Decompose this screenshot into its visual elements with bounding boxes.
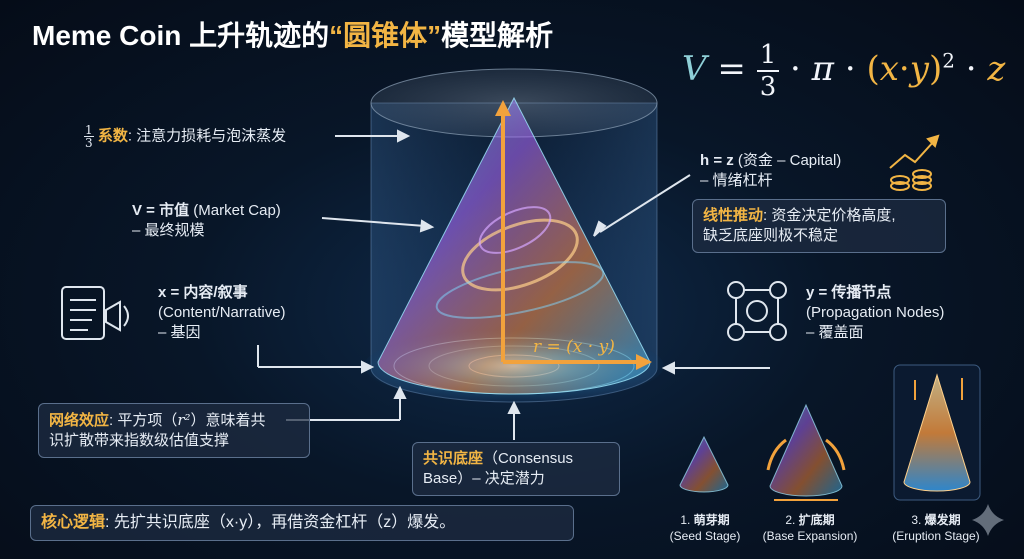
formula-z: z — [987, 49, 1006, 89]
capital-eng: (资金 – Capital) — [733, 152, 842, 169]
formula-x: x — [879, 49, 899, 89]
propagation-term: y = 传播节点 — [806, 284, 892, 301]
linear-term: 线性推动 — [703, 207, 764, 224]
leader-lines — [257, 129, 770, 440]
propagation-label: y = 传播节点 (Propagation Nodes) – 覆盖面 — [806, 283, 944, 343]
formula-dot: · — [965, 49, 977, 89]
volume-formula: V = 1 3 · π · (x·y)2 · z — [682, 40, 1005, 102]
coefficient-term: 系数 — [97, 127, 128, 145]
capital-term: h = z — [700, 152, 734, 169]
core-term: 核心逻辑 — [41, 514, 106, 531]
market-cap-desc: – 最终规模 — [132, 222, 205, 239]
formula-dot: · — [844, 49, 856, 89]
stage-num: 2. — [785, 513, 796, 527]
stage-eng: (Base Expansion) — [762, 529, 858, 543]
formula-paren: ( — [866, 49, 880, 89]
network-term: 网络效应 — [49, 412, 110, 429]
network-people-icon — [727, 281, 787, 341]
coef-frac-den: 3 — [85, 136, 93, 150]
consensus-line1: （Consensus — [483, 450, 574, 467]
formula-paren: ) — [928, 49, 943, 89]
capital-label: h = z (资金 – Capital) – 情绪杠杆 — [700, 151, 841, 191]
formula-y: y — [909, 49, 929, 89]
market-cap-term: V = 市值 — [132, 202, 190, 219]
stage-base-expansion-label: 2. 扩底期 (Base Expansion) — [760, 512, 860, 544]
formula-dot: · — [898, 49, 910, 89]
stage-eruption-label: 3. 爆发期 (Eruption Stage) — [884, 512, 988, 544]
stage-num: 1. — [680, 513, 691, 527]
stage-cone-base-expansion — [766, 403, 846, 501]
stage-eng: (Seed Stage) — [669, 529, 741, 543]
growth-coins-icon — [889, 134, 940, 191]
page-title: Meme Coin 上升轨迹的“圆锥体”模型解析 — [32, 14, 553, 54]
stage-seed-label: 1. 萌芽期 (Seed Stage) — [660, 512, 750, 544]
network-line1-a: : 平方项（ — [109, 412, 178, 429]
formula-fraction: 1 3 — [756, 40, 780, 102]
network-line1-b: ）意味着共 — [190, 412, 266, 429]
propagation-desc: – 覆盖面 — [806, 324, 864, 341]
coefficient-label: 1 3 系数: 注意力损耗与泡沫蒸发 — [84, 124, 286, 149]
formula-exp: 2 — [942, 48, 955, 73]
stage-name: 萌芽期 — [693, 513, 730, 527]
sparkle-icon — [972, 504, 1004, 536]
content-eng: (Content/Narrative) — [158, 304, 286, 321]
propagation-eng: (Propagation Nodes) — [806, 304, 945, 321]
formula-eq: = — [717, 49, 746, 89]
network-line2: 识扩散带来指数级估值支撑 — [49, 432, 230, 449]
radius-arrow — [503, 354, 652, 370]
stage-name: 扩底期 — [798, 513, 835, 527]
stage-name: 爆发期 — [924, 513, 961, 527]
core-desc: : 先扩共识底座（x·y），再借资金杠杆（z）爆发。 — [105, 514, 456, 531]
network-r-squared: r² — [177, 411, 191, 429]
stage-eng: (Eruption Stage) — [892, 529, 980, 543]
formula-frac-num: 1 — [756, 40, 780, 72]
consensus-line2: Base）– 决定潜力 — [423, 470, 545, 487]
market-cap-label: V = 市值 (Market Cap) – 最终规模 — [132, 201, 281, 241]
formula-pi: π — [811, 49, 835, 89]
cone — [377, 96, 651, 395]
stage-cone-eruption — [893, 364, 981, 501]
consensus-base-box: 共识底座（Consensus Base）– 决定潜力 — [412, 442, 620, 496]
scroll-megaphone-icon — [61, 286, 129, 340]
coefficient-desc: : 注意力损耗与泡沫蒸发 — [127, 127, 287, 145]
coefficient-fraction: 1 3 — [84, 124, 94, 149]
consensus-term: 共识底座 — [423, 450, 484, 467]
stage-cone-seed — [679, 435, 729, 493]
linear-push-box: 线性推动: 资金决定价格高度, 缺乏底座则极不稳定 — [692, 199, 946, 253]
content-term: x = 内容/叙事 — [158, 284, 248, 301]
formula-frac-den: 3 — [759, 72, 777, 102]
network-effect-box: 网络效应: 平方项（r²）意味着共 识扩散带来指数级估值支撑 — [38, 403, 310, 458]
title-highlight: “圆锥体” — [329, 20, 442, 51]
coef-frac-num: 1 — [84, 123, 94, 137]
formula-v: V — [682, 49, 707, 89]
formula-dot: · — [790, 49, 801, 89]
content-desc: – 基因 — [158, 324, 201, 341]
content-label: x = 内容/叙事 (Content/Narrative) – 基因 — [158, 283, 286, 343]
core-logic-box: 核心逻辑: 先扩共识底座（x·y），再借资金杠杆（z）爆发。 — [30, 505, 574, 541]
linear-line1: : 资金决定价格高度, — [763, 207, 896, 224]
title-suffix: 模型解析 — [441, 20, 554, 51]
height-arrow — [495, 100, 511, 362]
linear-line2: 缺乏底座则极不稳定 — [703, 227, 839, 244]
title-prefix: Meme Coin 上升轨迹的 — [32, 20, 330, 51]
capital-desc: – 情绪杠杆 — [700, 172, 773, 189]
market-cap-eng: (Market Cap) — [189, 202, 281, 219]
stage-num: 3. — [911, 513, 922, 527]
radius-label: r = (x · y) — [533, 337, 615, 357]
